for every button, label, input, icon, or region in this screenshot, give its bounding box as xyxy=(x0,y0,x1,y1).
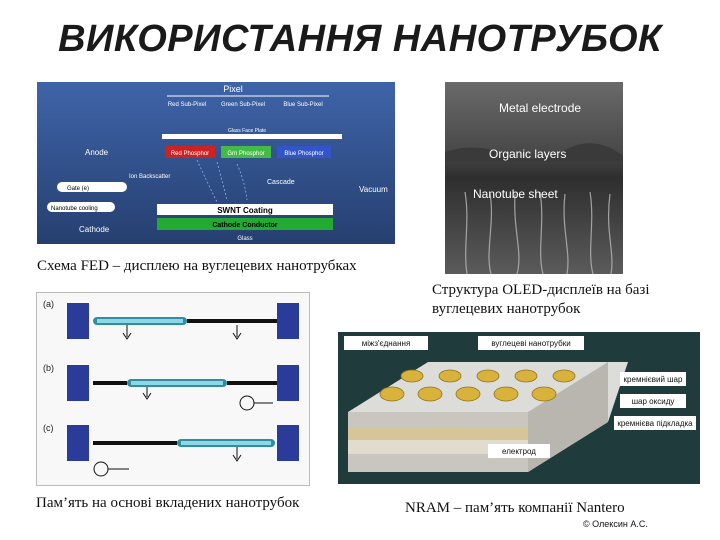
memory-row-label-a: (a) xyxy=(43,299,54,309)
fed-red-label: Red Sub-Pixel xyxy=(168,102,206,108)
fed-glass-face-label: Glass Face Plate xyxy=(228,128,266,134)
nram-substrate-label: кремнієва підкладка xyxy=(617,419,693,428)
swnt-label: SWNT Coating xyxy=(217,206,273,215)
slide-title: ВИКОРИСТАННЯ НАНОТРУБОК xyxy=(58,18,662,60)
fed-anode-label: Anode xyxy=(85,148,109,157)
fed-ion-label: Ion Backscatter xyxy=(129,174,170,180)
fed-green-label: Green Sub-Pixel xyxy=(221,102,265,108)
oled-metal-label: Metal electrode xyxy=(499,101,581,115)
blue-phosphor-label: Blue Phosphor xyxy=(284,151,323,157)
memory-row-label-c: (c) xyxy=(43,423,54,433)
nram-electrode-label: електрод xyxy=(502,447,536,456)
nram-nanotubes-label: вуглецеві нанотрубки xyxy=(491,339,570,348)
memory-row-a: (a) xyxy=(43,299,299,340)
fed-cascade-label: Cascade xyxy=(267,179,295,186)
blue-phosphor xyxy=(277,146,331,158)
oled-organic-label: Organic layers xyxy=(489,147,566,161)
fed-diagram: Pixel Red Sub-Pixel Green Sub-Pixel Blue… xyxy=(37,82,395,244)
memory-row-label-b: (b) xyxy=(43,363,54,373)
swnt-coating xyxy=(157,204,333,215)
fed-gate-label: Gate (e) xyxy=(67,186,89,192)
fed-caption: Схема FED – дисплею на вуглецевих нанотр… xyxy=(37,258,357,274)
red-phosphor-label: Red Phosphor xyxy=(171,151,209,157)
conductor-label: Cathode Conductor xyxy=(212,222,278,229)
memory-caption: Пам’ять на основі вкладених нанотрубок xyxy=(36,495,300,511)
green-phosphor-label: Grn Phosphor xyxy=(227,151,264,157)
nram-diagram: міжз'єднання вуглецеві нанотрубки кремні… xyxy=(338,332,700,484)
nram-interconnect-label: міжз'єднання xyxy=(362,339,411,348)
fed-glass-label: Glass xyxy=(237,236,252,242)
fed-cathode-label: Cathode xyxy=(79,225,110,234)
oled-caption-line2: вуглецевих нанотрубок xyxy=(432,301,581,317)
credit-text: © Олексин А.С. xyxy=(583,519,648,529)
nram-oxide-label: шар оксиду xyxy=(632,397,675,406)
fed-vacuum-label: Vacuum xyxy=(359,185,388,194)
fed-pixel-label: Pixel xyxy=(223,84,243,94)
fed-nanotube-label: Nanotube cooling xyxy=(51,206,98,212)
memory-diagram: (a) (b) (c) xyxy=(36,292,310,486)
green-phosphor xyxy=(221,146,271,158)
nram-caption: NRAM – пам’ять компанії Nantero xyxy=(405,500,625,516)
memory-row-c: (c) xyxy=(43,423,299,477)
fed-blue-label: Blue Sub-Pixel xyxy=(283,102,322,108)
oled-sheet-label: Nanotube sheet xyxy=(473,187,558,201)
red-phosphor xyxy=(165,146,215,158)
oled-structure-image: Metal electrode Organic layers Nanotube … xyxy=(445,82,623,274)
memory-row-b: (b) xyxy=(43,363,299,411)
oled-caption-line1: Структура OLED-дисплеїв на базі xyxy=(432,282,650,298)
nram-silicon-label: кремнієвий шар xyxy=(624,375,683,384)
cathode-conductor xyxy=(157,218,333,230)
